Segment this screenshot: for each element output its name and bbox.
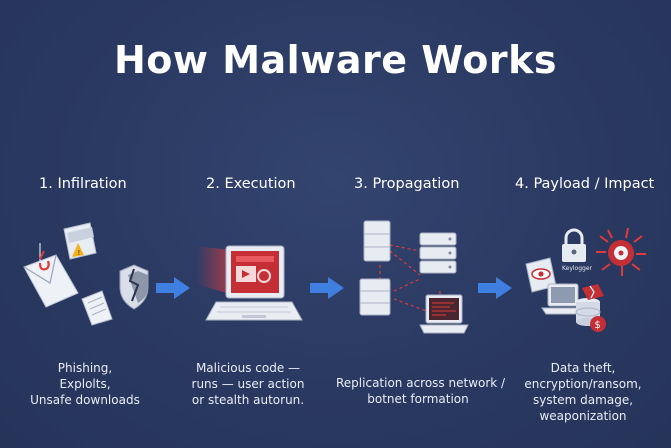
step-4-line-1: Data theft, xyxy=(550,361,616,375)
warning-document-icon: ! xyxy=(63,222,97,260)
arrow-2-to-3-icon xyxy=(310,277,344,299)
malware-chip-icon xyxy=(596,227,646,276)
step-2-description: Malicious code — runs — user action or s… xyxy=(186,360,310,408)
step-1-description: Phishing, Explolts, Unsafe downloads xyxy=(20,360,150,408)
victim-laptop-icon xyxy=(541,283,585,315)
arrow-1-to-2-icon xyxy=(156,277,190,299)
server-icon xyxy=(363,220,391,262)
step-4-line-4: weaponization xyxy=(539,409,627,423)
payload-illustration: Keylogger $ xyxy=(525,227,646,332)
step-1-line-1: Phishing, xyxy=(57,361,113,375)
fishing-hook-icon xyxy=(38,243,50,271)
laptop-icon xyxy=(205,245,303,321)
step-1-line-2: Explolts, xyxy=(59,377,111,391)
padlock-icon xyxy=(562,228,586,262)
step-4-line-2: encryption/ransom, xyxy=(524,377,642,391)
step-4-heading: 4. Payload / Impact xyxy=(515,176,655,192)
red-glow xyxy=(196,246,230,294)
server-stack-icon xyxy=(419,232,457,274)
svg-text:!: ! xyxy=(78,249,81,257)
infiltration-illustration: ! xyxy=(23,222,149,326)
step-3-line-2: botnet formation xyxy=(367,392,469,406)
step-1-line-3: Unsafe downloads xyxy=(30,393,140,407)
step-2-line-2: runs — user action xyxy=(191,377,305,391)
infected-laptop-icon xyxy=(419,294,469,334)
server-small-icon xyxy=(359,278,391,316)
cracked-shield-icon xyxy=(119,264,149,310)
step-4-line-3: system damage, xyxy=(532,393,634,407)
damaged-system-icon xyxy=(582,284,604,300)
spyware-eye-icon xyxy=(525,257,557,293)
step-2-line-3: or stealth autorun. xyxy=(191,393,305,407)
propagation-illustration xyxy=(359,220,469,334)
step-3-line-1: Replication across network / xyxy=(336,376,506,390)
document-icon xyxy=(81,290,113,326)
page-title: How Malware Works xyxy=(113,38,557,82)
execution-illustration xyxy=(196,245,303,321)
envelope-icon xyxy=(23,254,79,308)
svg-text:$: $ xyxy=(595,320,601,331)
keylogger-label: Keylogger xyxy=(562,265,593,272)
step-4-description: Data theft, encryption/ransom, system da… xyxy=(518,360,648,424)
step-2-line-1: Malicious code — xyxy=(195,361,301,375)
database-ransom-icon: $ xyxy=(575,298,606,332)
step-3-description: Replication across network / botnet form… xyxy=(336,375,506,407)
step-3-heading: 3. Propagation xyxy=(354,176,460,192)
arrow-3-to-4-icon xyxy=(478,277,512,299)
step-2-heading: 2. Execution xyxy=(206,176,296,192)
step-1-heading: 1. Infilration xyxy=(39,176,127,192)
